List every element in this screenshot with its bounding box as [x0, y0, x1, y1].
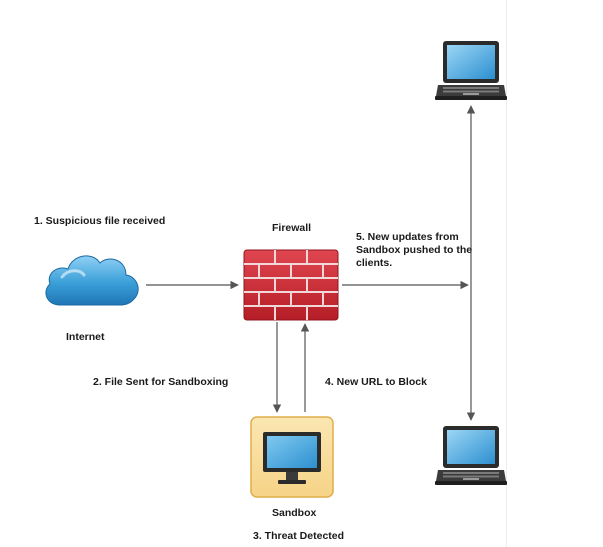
firewall-icon [243, 249, 339, 321]
step3-label: 3. Threat Detected [253, 530, 345, 542]
step1-label: 1. Suspicious file received [34, 215, 166, 227]
cloud-icon [40, 247, 144, 311]
firewall-label: Firewall [272, 222, 312, 234]
right-border-line [506, 0, 507, 547]
monitor-icon [250, 416, 334, 498]
step4-label: 4. New URL to Block [325, 376, 427, 388]
step2-label: 2. File Sent for Sandboxing [93, 376, 229, 388]
internet-label: Internet [66, 331, 105, 343]
laptop-icon [435, 40, 507, 102]
laptop-icon [435, 425, 507, 487]
sandbox-label: Sandbox [272, 507, 317, 519]
step5-label: 5. New updates from Sandbox pushed to th… [356, 231, 473, 269]
